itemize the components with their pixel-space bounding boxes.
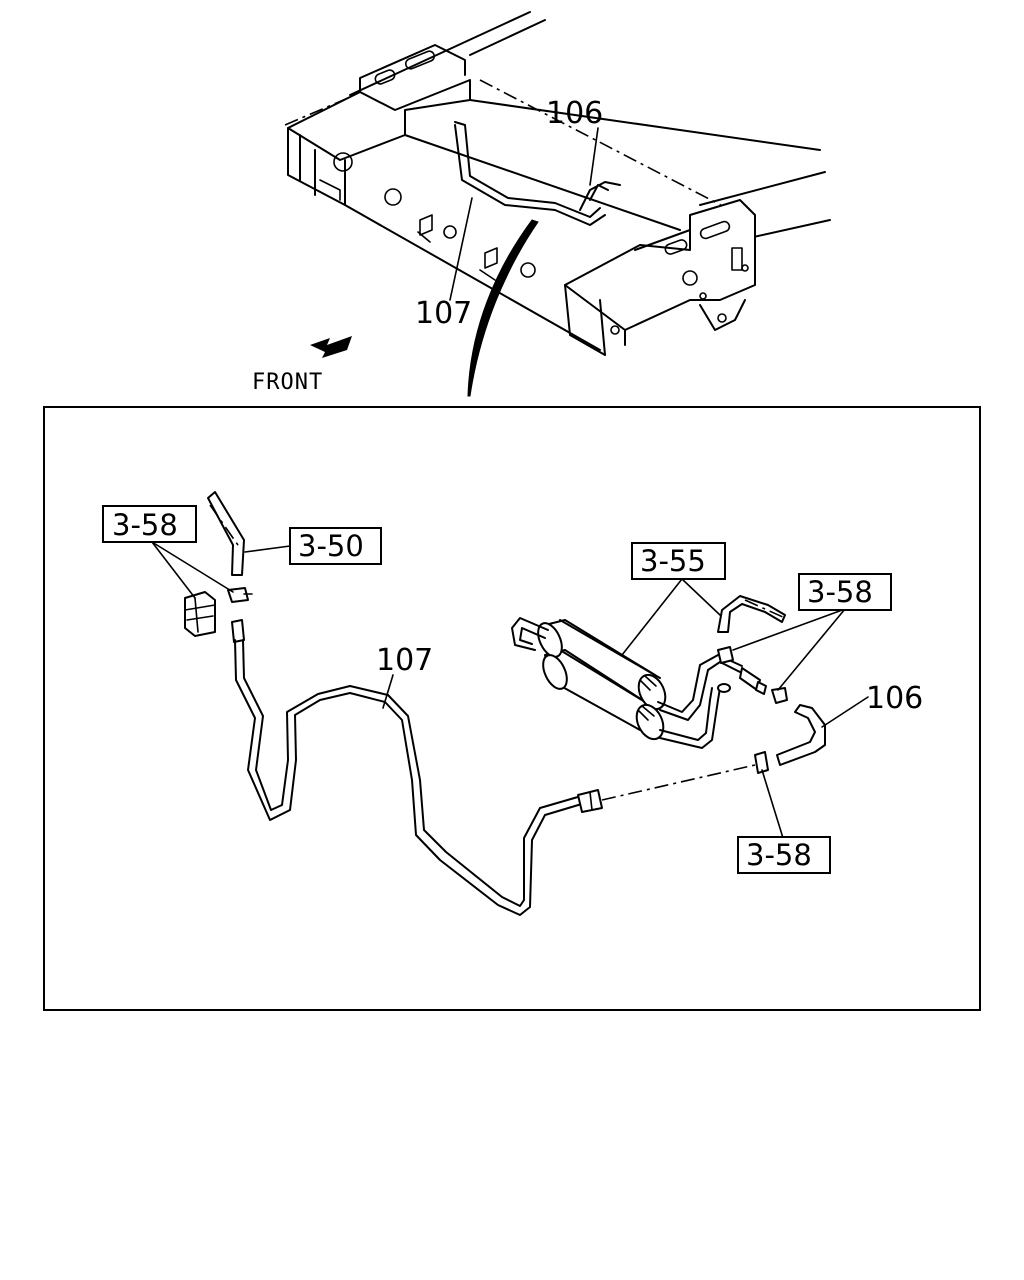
frame-overview	[284, 11, 831, 397]
ref-box-3-58-right	[798, 573, 892, 611]
ref-box-3-55	[631, 542, 726, 580]
detail-frame	[43, 406, 981, 1011]
ref-3-58-left: 3-58	[112, 508, 178, 542]
ref-3-58-right: 3-58	[807, 575, 873, 609]
ref-3-50: 3-50	[298, 529, 364, 563]
detail-callout-106: 106	[866, 681, 923, 716]
detail-callout-107: 107	[376, 643, 433, 678]
ref-3-55: 3-55	[640, 544, 706, 578]
ref-box-3-50	[289, 527, 382, 565]
overview-callout-107: 107	[415, 296, 472, 331]
ref-box-3-58-bottom	[737, 836, 831, 874]
detail-parts	[184, 491, 826, 916]
ref-box-3-58-left	[102, 505, 197, 543]
ref-3-58-bottom: 3-58	[746, 838, 812, 872]
front-arrow-icon	[310, 336, 352, 358]
overview-callout-106: 106	[546, 96, 603, 131]
front-label: FRONT	[252, 370, 323, 395]
detail-leaders	[151, 541, 869, 839]
